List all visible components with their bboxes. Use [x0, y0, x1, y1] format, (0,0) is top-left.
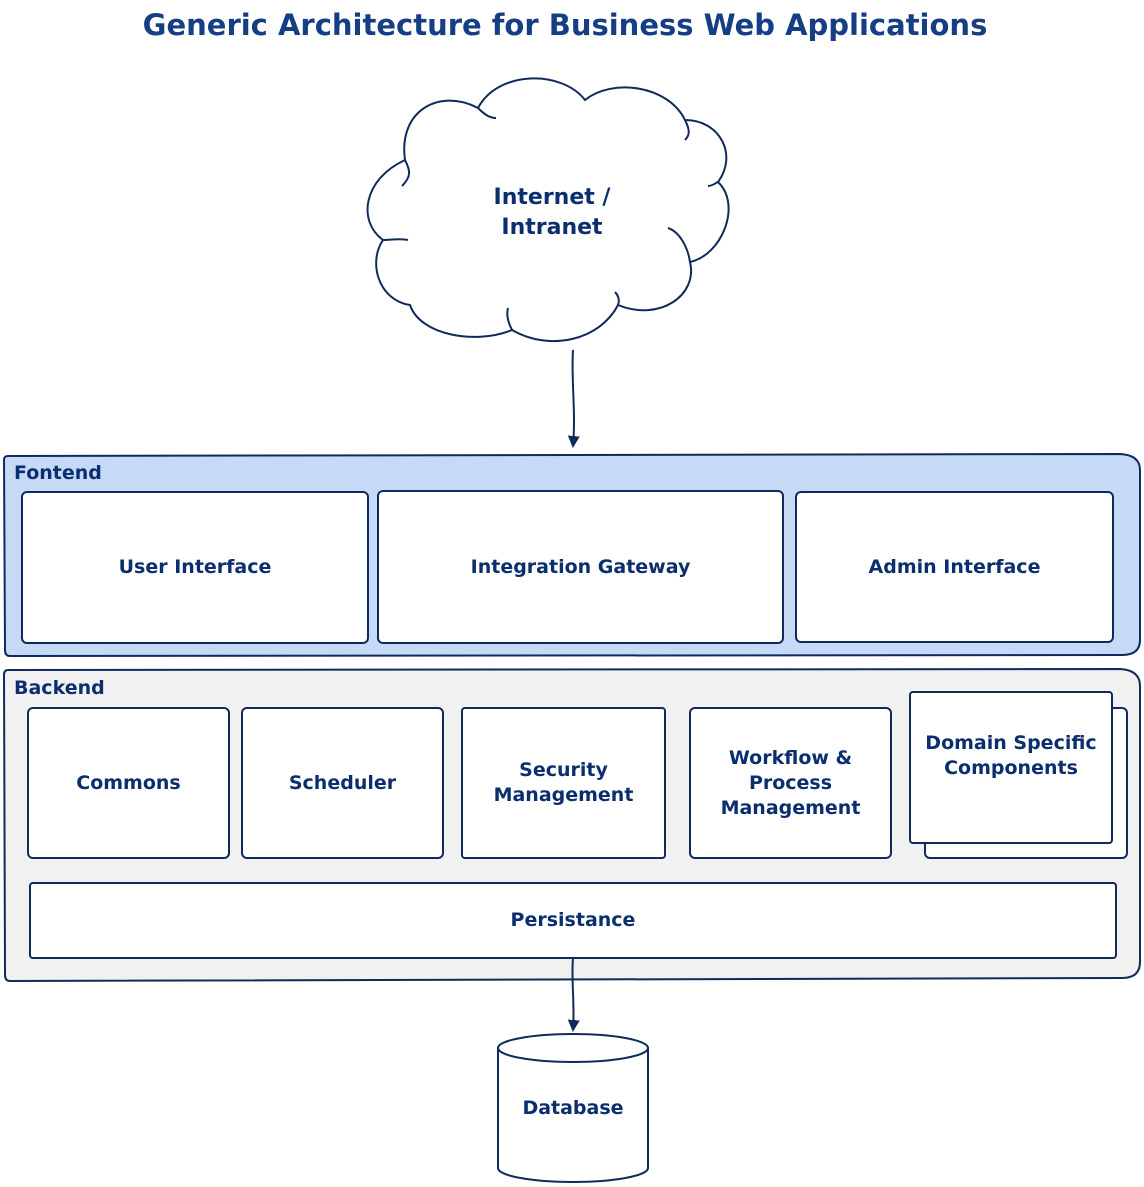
workflow-label-line2: Process [748, 771, 833, 794]
workflow-process-management-box [689, 707, 892, 859]
cloud-curl [382, 238, 409, 241]
commons-label: Commons [76, 771, 181, 794]
database-label: Database [522, 1096, 624, 1119]
cloud-curl [684, 119, 690, 141]
domain-specific-front-box [909, 691, 1113, 844]
diagram-title: Generic Architecture for Business Web Ap… [142, 8, 988, 42]
workflow-process-management-label: Workflow & Process Management [690, 708, 891, 858]
security-management-box [461, 707, 666, 859]
arrow-persistance-to-database [567, 957, 580, 1032]
scheduler-label: Scheduler [288, 771, 397, 794]
scheduler-box [241, 707, 444, 859]
cloud-label: Internet / Intranet [452, 182, 652, 244]
commons-box [27, 707, 230, 859]
cloud-curl [506, 307, 513, 331]
frontend-label: Fontend [14, 462, 102, 484]
domain-specific-components-label: Domain Specific Components [910, 692, 1112, 843]
integration-gateway-label: Integration Gateway [470, 555, 691, 578]
user-interface-box [21, 491, 369, 644]
cloud-curl [477, 107, 497, 119]
cloud-label-line1: Internet / [493, 185, 611, 210]
database-cylinder-body [497, 1048, 649, 1183]
cloud-curl [614, 291, 620, 306]
admin-interface-label: Admin Interface [868, 555, 1041, 578]
database-cylinder-top [497, 1033, 649, 1063]
cloud-label-line2: Intranet [501, 215, 603, 240]
arrow-cloud-to-frontend [567, 349, 580, 448]
cloud-curl [667, 227, 691, 263]
workflow-label-line3: Management [720, 796, 861, 819]
admin-interface-box [795, 491, 1114, 643]
cloud-curl [707, 181, 719, 187]
backend-label: Backend [14, 677, 105, 699]
user-interface-label: User Interface [118, 556, 272, 578]
persistance-label: Persistance [510, 909, 636, 931]
domain-label-line1: Domain Specific [925, 731, 1097, 754]
workflow-label-line1: Workflow & [728, 746, 853, 769]
security-label-line2: Management [493, 784, 634, 806]
cloud-curl [401, 159, 411, 187]
security-management-label: Security Management [462, 708, 665, 858]
integration-gateway-box [377, 490, 784, 644]
domain-label-line2: Components [944, 756, 1078, 779]
security-label-line1: Security [519, 759, 608, 781]
